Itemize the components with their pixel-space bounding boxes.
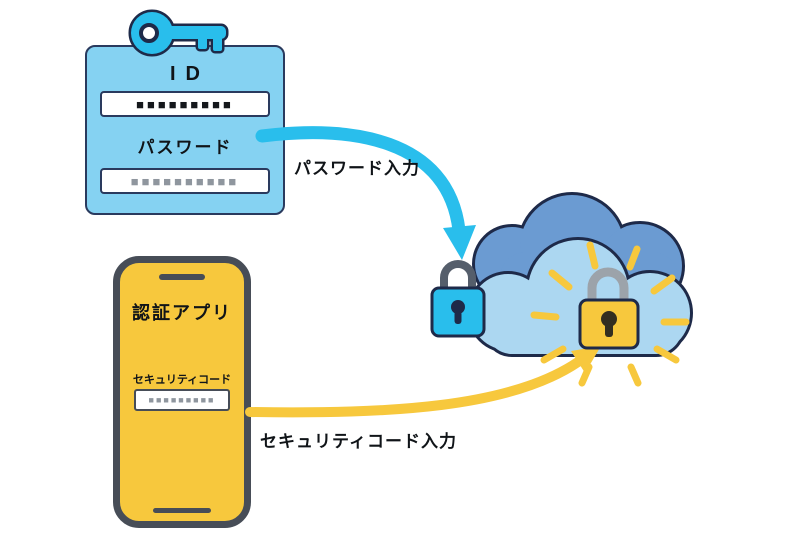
password-flow-label: パスワード入力 (294, 159, 420, 178)
security-code-masked-value: ■■■■■■■■■ (148, 395, 216, 405)
security-code-arrow (245, 346, 601, 418)
security-code-label: セキュリティコード (132, 374, 232, 386)
auth-app-title: 認証アプリ (132, 303, 232, 323)
id-masked-value: ■■■■■■■■■ (136, 96, 234, 112)
password-arrow (255, 126, 476, 260)
glow-rays-icon (530, 241, 690, 387)
security-code-field: ■■■■■■■■■ (134, 389, 230, 411)
phone-speaker-icon (159, 274, 205, 280)
password-lock-icon (430, 260, 486, 338)
security-lock-icon (578, 267, 640, 350)
password-label: パスワード (137, 138, 233, 157)
cloud-front-icon (467, 237, 693, 357)
credentials-card: ID ■■■■■■■■■ パスワード ■■■■■■■■■■ (85, 45, 285, 215)
id-label: ID (170, 63, 210, 85)
id-input-field: ■■■■■■■■■ (100, 91, 270, 117)
security-code-flow-label: セキュリティコード入力 (260, 432, 457, 451)
password-masked-value: ■■■■■■■■■■ (130, 173, 240, 189)
password-input-field: ■■■■■■■■■■ (100, 168, 270, 194)
smartphone: 認証アプリ セキュリティコード ■■■■■■■■■ (113, 256, 251, 528)
phone-home-indicator (153, 508, 211, 513)
cloud-back-icon (472, 192, 685, 311)
